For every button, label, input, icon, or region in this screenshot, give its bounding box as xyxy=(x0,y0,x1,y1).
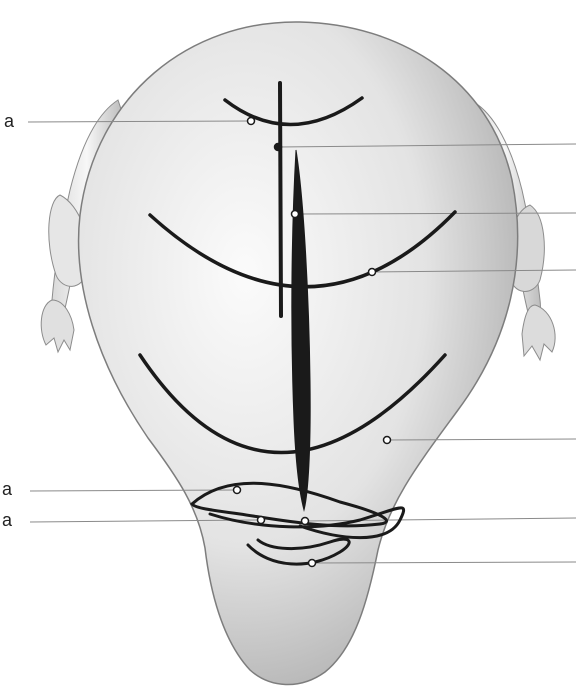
marker-point xyxy=(302,518,309,525)
marker-point xyxy=(248,118,255,125)
vertical-axis xyxy=(280,83,281,316)
marker-point xyxy=(275,144,282,151)
label-lower-left-1: a xyxy=(2,480,12,498)
label-lower-left-2: a xyxy=(2,511,12,529)
label-top-left: a xyxy=(4,112,14,130)
marker-point xyxy=(384,437,391,444)
marker-point xyxy=(234,487,241,494)
marker-point xyxy=(309,560,316,567)
marker-point xyxy=(369,269,376,276)
marker-point xyxy=(292,211,299,218)
marker-point xyxy=(258,517,265,524)
